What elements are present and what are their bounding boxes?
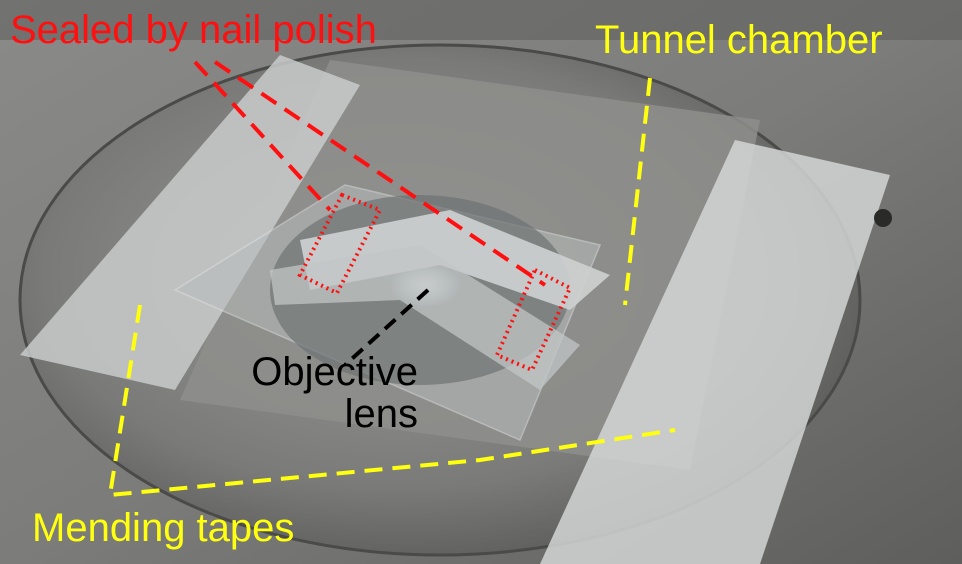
mending-tape-outline bbox=[107, 304, 676, 498]
seal-leader-left bbox=[193, 60, 332, 212]
left-mending-tape bbox=[20, 55, 360, 390]
seal-box-left bbox=[297, 192, 383, 296]
right-mending-tape bbox=[540, 140, 890, 564]
objective-label-line2: lens bbox=[344, 392, 418, 436]
tunnel-chamber-leader bbox=[623, 77, 652, 306]
upper-tape-strip bbox=[300, 210, 610, 310]
lower-tape-strip bbox=[270, 245, 580, 390]
objective-label-line1: Objective bbox=[251, 350, 418, 394]
screw-hole bbox=[874, 209, 892, 227]
mending-tapes-label: Mending tapes bbox=[32, 506, 295, 550]
stage-disc-rim bbox=[18, 43, 862, 557]
tunnel-chamber-label: Tunnel chamber bbox=[595, 18, 883, 62]
objective-leader bbox=[343, 288, 430, 367]
sealed-label: Sealed by nail polish bbox=[10, 8, 377, 52]
seal-leader-right bbox=[213, 60, 547, 287]
plate-top-edge bbox=[0, 0, 962, 40]
seal-box-right bbox=[494, 267, 573, 373]
